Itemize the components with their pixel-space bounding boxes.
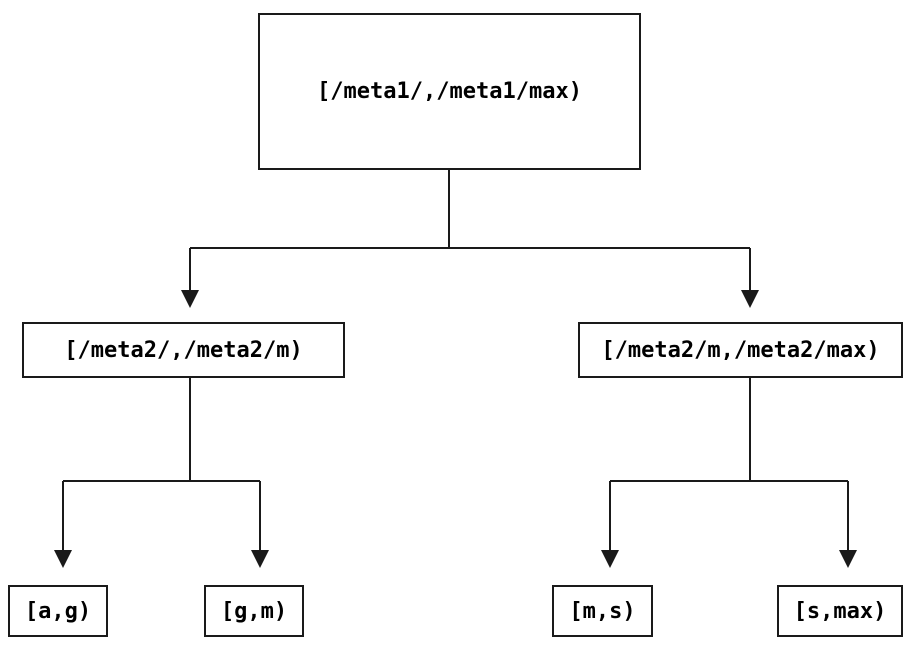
node-leaf-smax: [s,max) xyxy=(777,585,903,637)
arrowhead-leaf-ag-icon xyxy=(54,550,72,568)
arrowhead-meta2-left-icon xyxy=(181,290,199,308)
arrowhead-leaf-gm-icon xyxy=(251,550,269,568)
node-leaf-ms: [m,s) xyxy=(552,585,653,637)
arrowhead-meta2-right-icon xyxy=(741,290,759,308)
node-meta2-left-interval: [/meta2/,/meta2/m) xyxy=(22,322,345,378)
node-meta2-left-label: [/meta2/,/meta2/m) xyxy=(64,337,303,363)
node-leaf-smax-label: [s,max) xyxy=(793,598,887,624)
node-meta2-right-label: [/meta2/m,/meta2/max) xyxy=(601,337,880,363)
node-leaf-ag: [a,g) xyxy=(8,585,108,637)
node-root-interval: [/meta1/,/meta1/max) xyxy=(258,13,641,170)
node-root-label: [/meta1/,/meta1/max) xyxy=(317,79,582,104)
arrowhead-leaf-ms-icon xyxy=(601,550,619,568)
node-leaf-gm-label: [g,m) xyxy=(220,598,288,624)
node-leaf-ms-label: [m,s) xyxy=(569,598,636,624)
node-leaf-gm: [g,m) xyxy=(204,585,304,637)
node-leaf-ag-label: [a,g) xyxy=(24,598,92,624)
arrowhead-leaf-smax-icon xyxy=(839,550,857,568)
node-meta2-right-interval: [/meta2/m,/meta2/max) xyxy=(578,322,903,378)
